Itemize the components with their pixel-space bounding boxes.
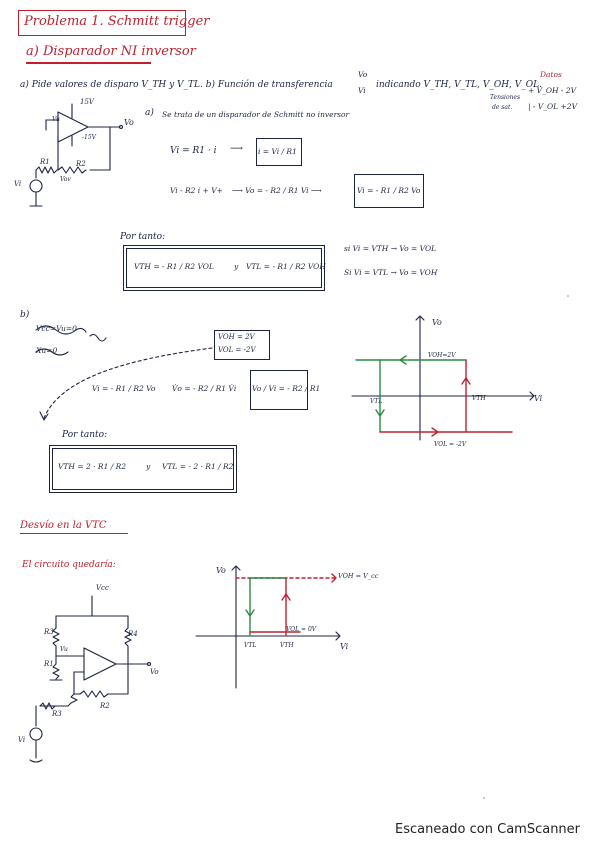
c1-r1: R1 [40, 158, 50, 166]
datos-title: Datos [540, 70, 562, 79]
por-tanto-2: Por tanto: [62, 430, 108, 440]
datos-l2: | - V_OL +2V [528, 102, 577, 111]
c2-vu: Vu [60, 646, 68, 653]
g2-vol: VOL ≈ 0V [286, 626, 317, 633]
g1-vo: Vo [432, 318, 442, 327]
datos-side1: Tensiones [490, 94, 521, 101]
frac-num: Vo [358, 70, 368, 79]
c2-vo: Vo [150, 668, 159, 676]
eq3-boxed: Vo / Vi = - R2 / R1 [252, 384, 321, 393]
datos-l1: + V_OH - 2V [528, 86, 577, 95]
eq2-boxed: Vi = - R1 / R2 Vo [357, 186, 421, 195]
part-a-text: Se trata de un disparador de Schmitt no … [162, 110, 350, 119]
eq3-a: Vi = - R1 / R2 Vo [92, 384, 156, 393]
section2-heading: Desvío en la VTC [20, 520, 107, 531]
eq3-b: V̇o = - R2 / R1 V̇i [172, 384, 237, 393]
c2-vi: Vi [18, 736, 26, 744]
c1-vee: -15V [82, 134, 96, 141]
eq1-arrow: ⟶ [230, 144, 243, 154]
vth-box-1-b: VTL = - R1 / R2 VOH [246, 262, 326, 271]
c2-r3: R3 [44, 628, 54, 636]
c2-r3b: R3 [52, 710, 62, 718]
part-b-scribble2: Xu=0 [36, 346, 58, 355]
c2-r4: R4 [128, 630, 138, 638]
vth-box-2-y: y [146, 462, 151, 471]
eq3-box [250, 370, 308, 410]
g2-vo: Vo [216, 566, 226, 575]
c2-source [29, 727, 43, 741]
part-b-label: b) [20, 310, 30, 320]
scribble-2 [35, 348, 69, 356]
por-tanto-1: Por tanto: [120, 232, 166, 242]
circuit2-label: El circuito quedaría: [22, 560, 116, 570]
prompt-a-end: indicando V_TH, V_TL, V_OH, V_OL. [376, 80, 542, 90]
c2-r1: R1 [44, 660, 54, 668]
si-line-1: si Vi = VTH → Vo = VOL [344, 244, 437, 253]
eq2-box [354, 174, 424, 208]
vth-box-2-b: VTL = - 2 · R1 / R2 [162, 462, 234, 471]
g2-vth: VTH [280, 642, 294, 649]
si-line-2: Si Vi = VTL → Vo = VOH [344, 268, 438, 277]
eq2-lhs: Vi - R2 i + V+ [170, 186, 223, 195]
section-a-heading: a) Disparador NI inversor [26, 44, 196, 59]
eq1-box [256, 138, 302, 166]
vth-box-1-a: VTH = - R1 / R2 VOL [134, 262, 214, 271]
dashed-arrow [43, 347, 213, 419]
page-title: Problema 1. Schmitt trigger [24, 14, 210, 29]
section-a-underline [26, 62, 151, 64]
prompt-a: a) Pide valores de disparo V_TH y V_TL. … [20, 80, 333, 90]
c1-vcc: 15V [80, 98, 94, 106]
part-a-label: a) [145, 108, 154, 118]
vo-box-l1: VOH = 2V [218, 333, 255, 341]
vth-box-1 [123, 245, 325, 291]
vth-box-1-y: y [234, 262, 239, 271]
eq1-lhs: Vi = R1 · i [170, 146, 217, 156]
eq2-mid: ⟶ Vo = - R2 / R1 Vi ⟶ [232, 186, 322, 195]
part-b-scribble1: Vcc=Vu=0 [36, 324, 77, 333]
c1-source [29, 179, 43, 193]
circuit2-sketch [29, 595, 152, 763]
c1-r2: R2 [76, 160, 86, 168]
scribble-1 [35, 325, 87, 335]
vo-box-l2: VOL = -2V [218, 346, 256, 354]
datos-side2: de sat. [492, 104, 513, 111]
g1-vth: VTH [472, 395, 486, 402]
vth-box-2-a: VTH = 2 · R1 / R2 [58, 462, 127, 471]
g2-vtl: VTL [244, 642, 257, 649]
c1-opamp-triangle [57, 111, 89, 143]
vo-box [214, 330, 270, 360]
c2-r2: R2 [100, 702, 110, 710]
g1-vi: Vi [534, 394, 543, 403]
c1-vi: Vi [14, 180, 22, 188]
g1-vol: VOL = -2V [434, 441, 467, 448]
eq1-boxed: i = Vi / R1 [258, 147, 297, 156]
g1-voh: VOH=2V [428, 352, 456, 359]
g2-voh: VOH = V_cc [338, 572, 379, 580]
c2-opamp-triangle [83, 647, 117, 681]
section2-underline [20, 533, 128, 535]
c1-vo: Vo [124, 118, 134, 127]
g1-vtl: VTL [370, 398, 383, 405]
c2-vcc: Vcc [96, 584, 109, 592]
c1-vov: Vov [60, 176, 71, 183]
frac-den: Vi [358, 86, 366, 95]
circuit1-sketch [29, 103, 124, 207]
title-frame [18, 10, 186, 36]
vth-box-2 [49, 445, 237, 493]
g2-vi: Vi [340, 642, 349, 651]
camscanner-watermark: Escaneado con CamScanner [395, 822, 581, 837]
